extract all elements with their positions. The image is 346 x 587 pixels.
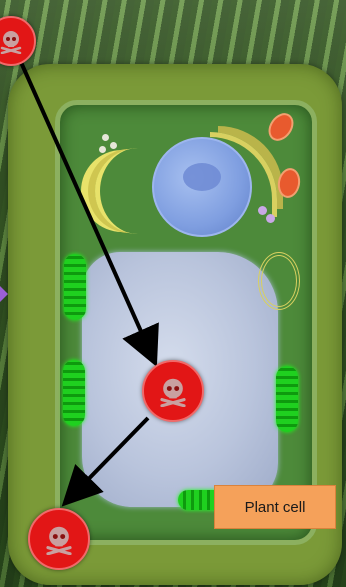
skull-crossbones-icon	[157, 375, 189, 407]
plant-cell-label: Plant cell	[214, 485, 336, 529]
plant-cell-label-text: Plant cell	[245, 499, 306, 516]
arrow-into-cell	[20, 60, 152, 356]
skull-crossbones-icon	[0, 28, 24, 54]
arrow-out-of-cell	[70, 418, 148, 498]
virus-particle-exiting	[28, 508, 90, 570]
skull-crossbones-icon	[43, 523, 75, 555]
virus-particle-inside	[142, 360, 204, 422]
